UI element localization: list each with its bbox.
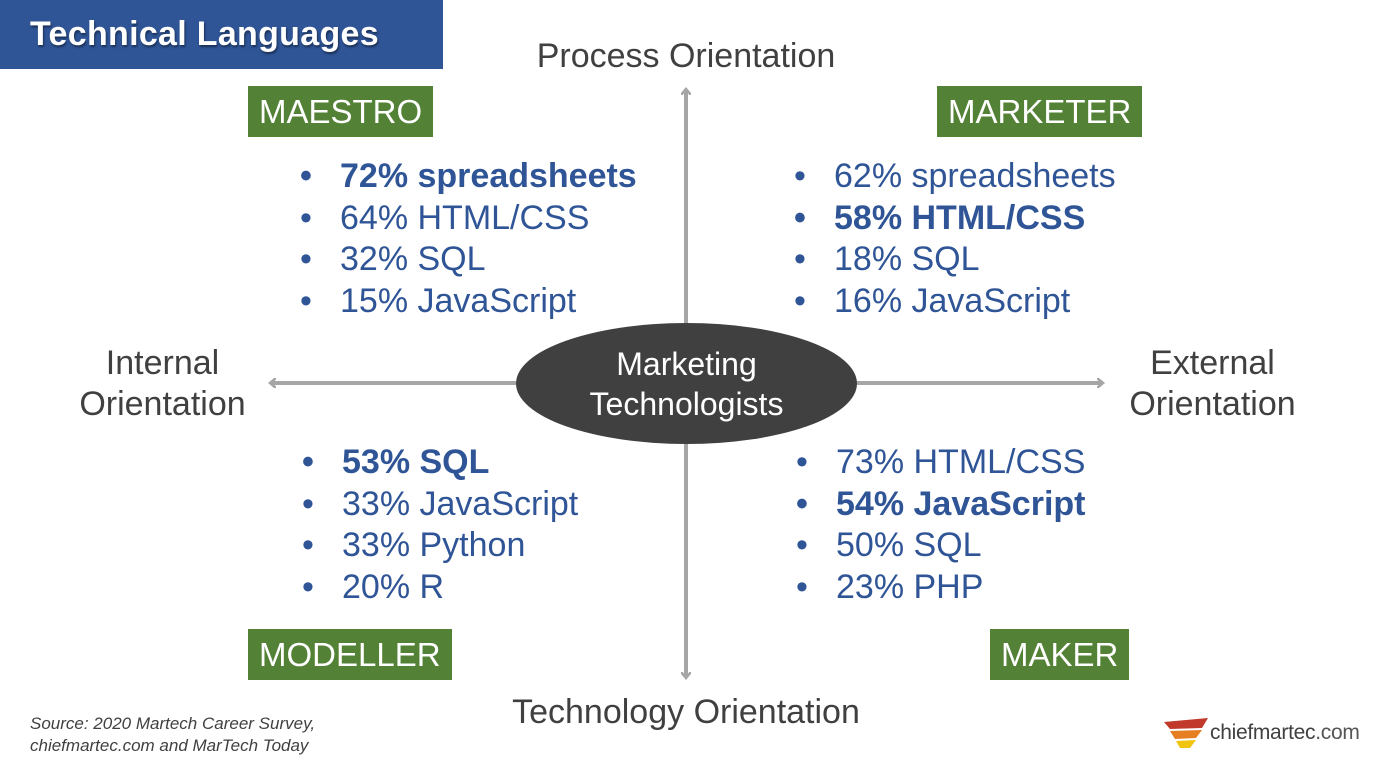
list-item: 16% JavaScript bbox=[794, 281, 1116, 323]
list-item: 72% spreadsheets bbox=[300, 156, 637, 198]
list-item: 32% SQL bbox=[300, 239, 637, 281]
axis-label-bottom: Technology Orientation bbox=[512, 693, 860, 731]
list-item: 73% HTML/CSS bbox=[796, 442, 1086, 484]
list-item: 54% JavaScript bbox=[796, 484, 1086, 526]
modeller-stats-list: 53% SQL 33% JavaScript 33% Python 20% R bbox=[302, 442, 578, 608]
quadrant-tag-marketer: MARKETER bbox=[937, 86, 1143, 137]
list-item: 64% HTML/CSS bbox=[300, 198, 637, 240]
list-item: 23% PHP bbox=[796, 567, 1086, 609]
axis-label-left: Internal Orientation bbox=[79, 344, 246, 423]
list-item: 53% SQL bbox=[302, 442, 578, 484]
list-item: 50% SQL bbox=[796, 525, 1086, 567]
list-item: 15% JavaScript bbox=[300, 281, 637, 323]
axis-label-right: External Orientation bbox=[1129, 344, 1296, 423]
quadrant-tag-maker: MAKER bbox=[990, 629, 1130, 680]
center-node: Marketing Technologists bbox=[516, 323, 857, 444]
center-label: Marketing Technologists bbox=[589, 345, 784, 422]
maestro-stats-list: 72% spreadsheets 64% HTML/CSS 32% SQL 15… bbox=[300, 156, 637, 322]
list-item: 33% Python bbox=[302, 525, 578, 567]
quadrant-tag-modeller: MODELLER bbox=[248, 629, 452, 680]
chiefmartec-logo: chiefmartec.com bbox=[1162, 716, 1360, 750]
title-banner: Technical Languages bbox=[0, 0, 443, 69]
source-note: Source: 2020 Martech Career Survey, chie… bbox=[30, 714, 316, 755]
list-item: 20% R bbox=[302, 567, 578, 609]
chiefmartec-logo-icon bbox=[1164, 718, 1208, 748]
quadrant-tag-maestro: MAESTRO bbox=[248, 86, 434, 137]
axis-label-top: Process Orientation bbox=[536, 37, 836, 75]
maker-stats-list: 73% HTML/CSS 54% JavaScript 50% SQL 23% … bbox=[796, 442, 1086, 608]
logo-wordmark: chiefmartec.com bbox=[1210, 721, 1360, 744]
list-item: 58% HTML/CSS bbox=[794, 198, 1116, 240]
marketer-stats-list: 62% spreadsheets 58% HTML/CSS 18% SQL 16… bbox=[794, 156, 1116, 322]
list-item: 33% JavaScript bbox=[302, 484, 578, 526]
list-item: 18% SQL bbox=[794, 239, 1116, 281]
page-title: Technical Languages bbox=[30, 15, 379, 53]
list-item: 62% spreadsheets bbox=[794, 156, 1116, 198]
